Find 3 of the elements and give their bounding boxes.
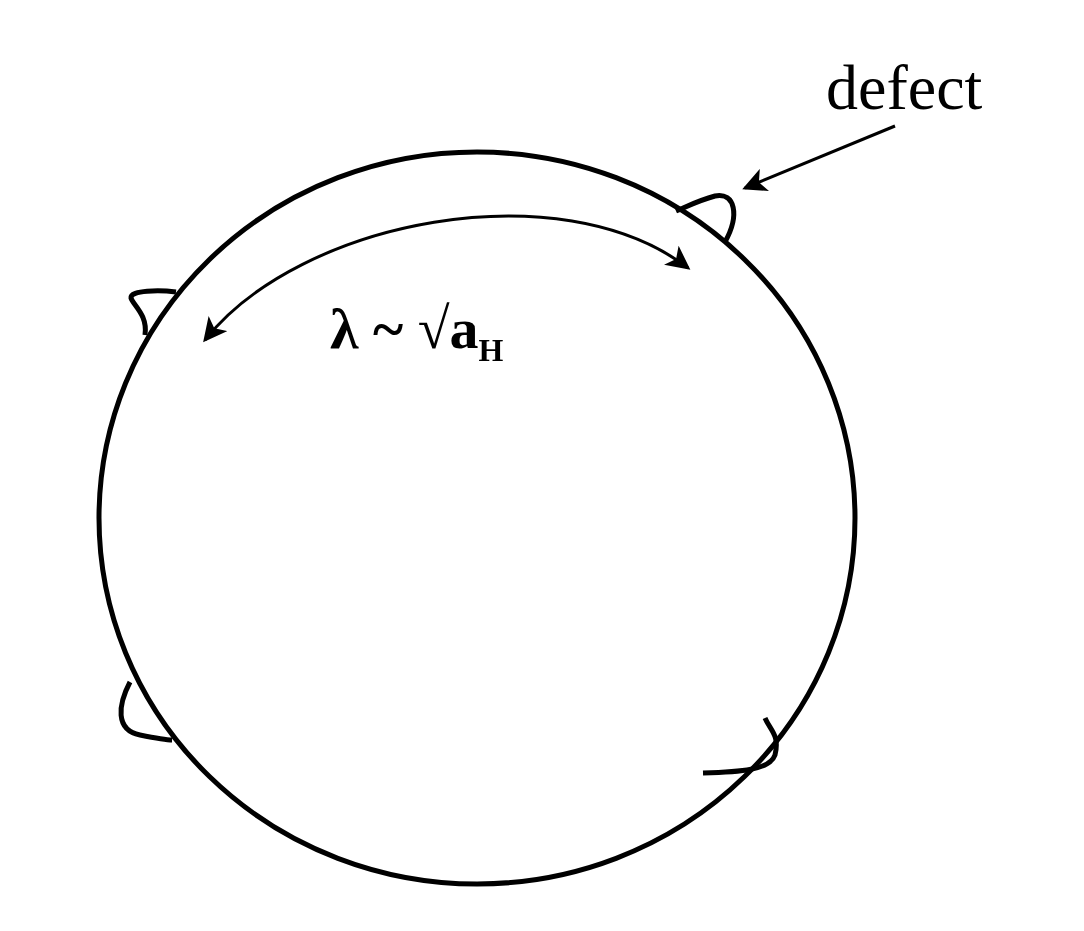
callout-label: defect: [826, 56, 983, 120]
formula-label: λ ~ √a$_{H}$: [330, 300, 504, 367]
leader-arrow: [742, 124, 896, 192]
